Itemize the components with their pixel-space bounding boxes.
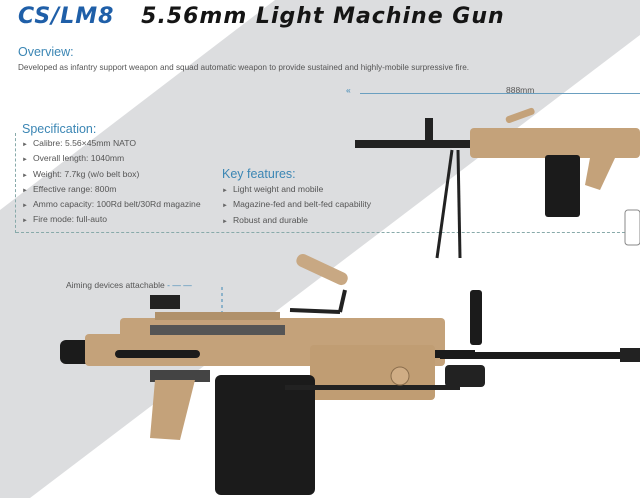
divider-vertical (15, 133, 16, 233)
dimension-line (360, 93, 640, 94)
key-features-heading: Key features: (222, 167, 296, 181)
spec-item: ►Weight: 7.7kg (w/o belt box) (22, 168, 140, 179)
divider-horizontal (16, 232, 640, 233)
spec-item: ►Fire mode: full-auto (22, 214, 107, 225)
overview-heading: Overview: (18, 45, 74, 59)
feature-item: ►Magazine-fed and belt-fed capability (222, 199, 372, 210)
product-name: 5.56mm Light Machine Gun (141, 4, 505, 29)
spec-item: ►Ammo capacity: 100Rd belt/30Rd magazine (22, 199, 201, 210)
aiming-devices-callout: Aiming devices attachable - — — (66, 280, 192, 290)
specification-list: ►Calibre: 5.56×45mm NATO ►Overall length… (22, 136, 201, 228)
spec-item: ►Effective range: 800m (22, 183, 117, 194)
model-name: CS/LM8 (18, 4, 115, 29)
spec-item: ►Calibre: 5.56×45mm NATO (22, 138, 137, 148)
specification-heading: Specification: (22, 122, 97, 136)
feature-item: ►Robust and durable (222, 214, 308, 225)
feature-item: ►Light weight and mobile (222, 184, 324, 194)
double-chevron-left-icon: « (346, 85, 351, 95)
page-title: CS/LM8 5.56mm Light Machine Gun (18, 4, 505, 29)
key-features-list: ►Light weight and mobile ►Magazine-fed a… (222, 182, 371, 228)
overview-text: Developed as infantry support weapon and… (18, 63, 470, 72)
spec-item: ►Overall length: 1040mm (22, 153, 125, 164)
